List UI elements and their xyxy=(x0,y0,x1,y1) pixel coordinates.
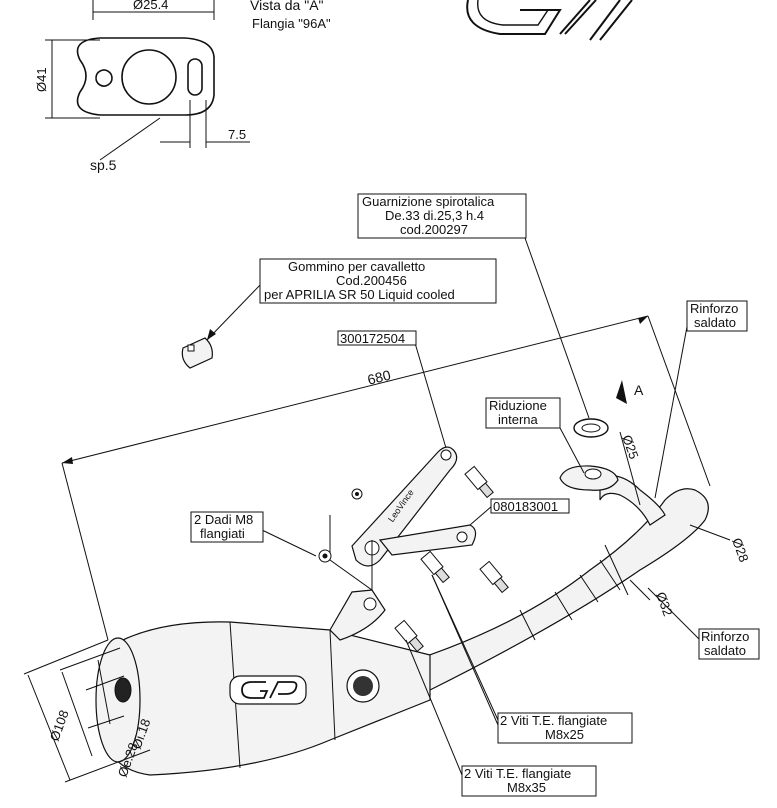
rubber-callout-box xyxy=(259,258,497,304)
view-title: Vista da "A" xyxy=(250,0,324,13)
gasket-line-2: De.33 di.25,3 h.4 xyxy=(385,208,484,223)
exhaust-pipe xyxy=(95,475,709,776)
bracket-code2-box xyxy=(490,498,570,514)
leader-lines xyxy=(206,237,701,776)
d28-label: Ø28 xyxy=(729,536,752,564)
reinforce-bottom-box xyxy=(698,628,760,660)
reinforce-bottom-line-1: Rinforzo xyxy=(701,629,749,644)
gasket-line-1: Guarnizione spirotalica xyxy=(362,194,495,209)
screws-a-line-2: M8x25 xyxy=(545,727,584,742)
length-dimension xyxy=(61,315,711,641)
rubber-line-3: per APRILIA SR 50 Liquid cooled xyxy=(264,287,455,302)
nuts-box xyxy=(190,511,264,543)
d25-label: Ø25 xyxy=(619,433,642,461)
length-label: 680 xyxy=(366,367,393,388)
gasket-line-3: cod.200297 xyxy=(400,222,468,237)
outlet-dimensions xyxy=(23,639,151,783)
rubber-line-2: Cod.200456 xyxy=(336,273,407,288)
bracket-code2: 080183001 xyxy=(493,499,558,514)
screws-b-line-1: 2 Viti T.E. flangiate xyxy=(464,766,571,781)
nuts-line-2: flangiati xyxy=(200,526,245,541)
flange-view xyxy=(45,0,250,161)
gp-logo xyxy=(466,0,633,41)
reduction-box xyxy=(485,397,561,429)
flange-name: Flangia "96A" xyxy=(252,16,331,31)
dim-slot-label: 7.5 xyxy=(228,127,246,142)
screws-b-line-2: M8x35 xyxy=(507,780,546,795)
reinforce-top-line-2: saldato xyxy=(694,315,736,330)
view-arrow-label: A xyxy=(634,382,644,398)
rubber-part xyxy=(181,337,213,369)
bracket-code-box xyxy=(337,330,417,346)
bracket-assembly: LeoVince xyxy=(329,446,477,641)
screws-b-box xyxy=(461,765,597,797)
reinforce-top-box xyxy=(686,300,748,332)
pipe-dimensions xyxy=(604,431,731,601)
dim-thickness-label: sp.5 xyxy=(90,157,117,173)
screws-a-line-1: 2 Viti T.E. flangiate xyxy=(500,713,607,728)
hardware xyxy=(318,465,509,653)
dim-width-label: Ø25.4 xyxy=(133,0,168,12)
dim-height-label: Ø41 xyxy=(34,67,49,92)
reinforce-top-line-1: Rinforzo xyxy=(690,301,738,316)
gasket-parts xyxy=(559,380,627,491)
reduction-line-2: interna xyxy=(498,412,539,427)
d108-label: Ø108 xyxy=(47,708,72,743)
reduction-line-1: Riduzione xyxy=(489,398,547,413)
screws-a-box xyxy=(497,712,633,744)
bracket-code: 300172504 xyxy=(340,331,405,346)
reinforce-bottom-line-2: saldato xyxy=(704,643,746,658)
nuts-line-1: 2 Dadi M8 xyxy=(194,512,253,527)
gasket-callout-box xyxy=(357,193,527,239)
rubber-line-1: Gommino per cavalletto xyxy=(288,259,425,274)
